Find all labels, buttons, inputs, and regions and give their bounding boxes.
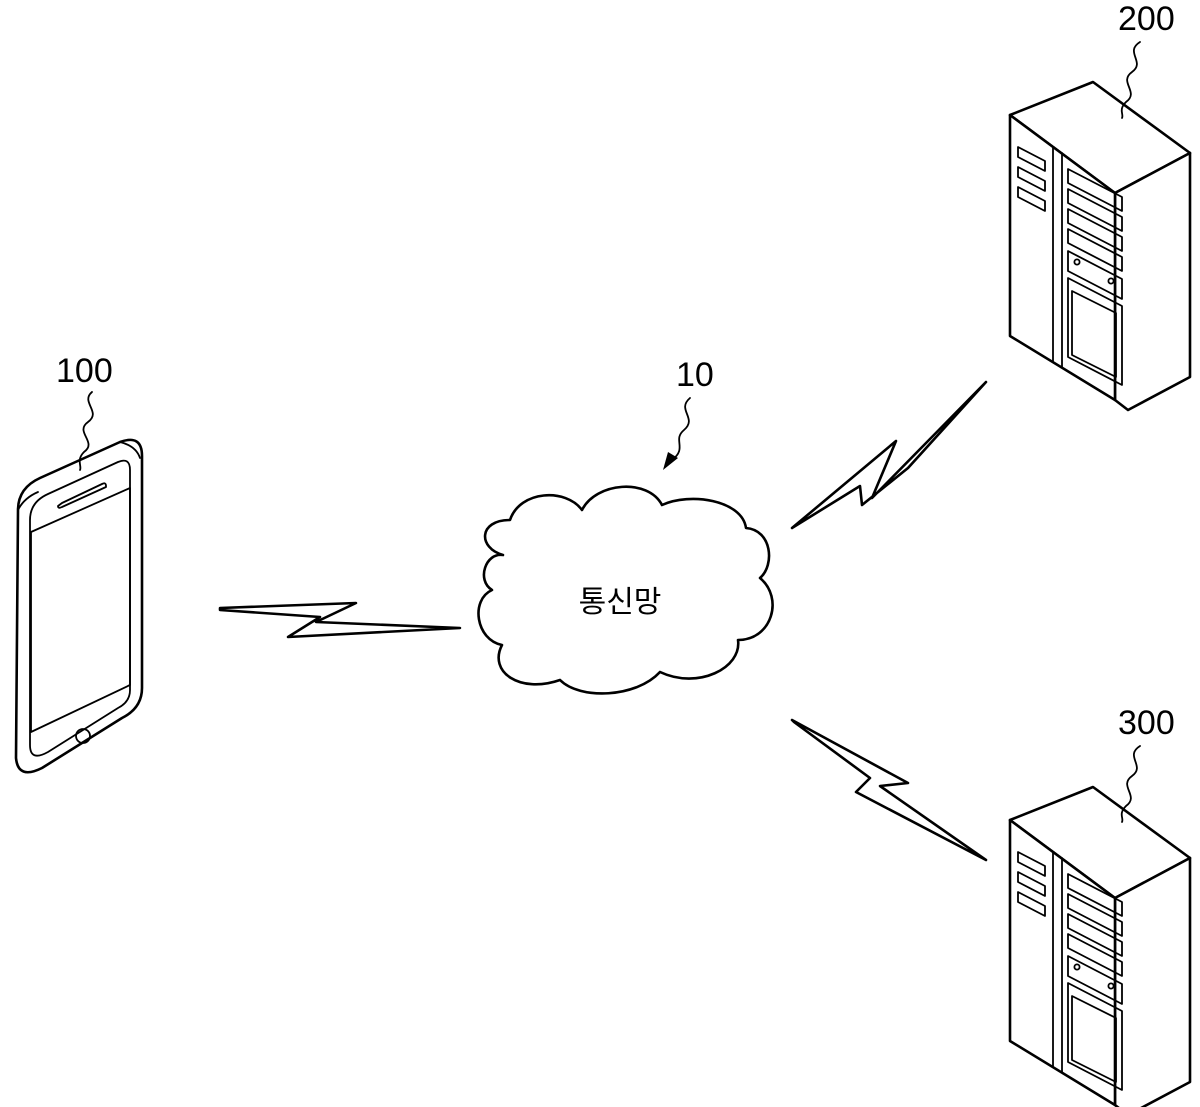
server-rack-icon bbox=[1010, 787, 1190, 1107]
label-server-300: 300 bbox=[1118, 704, 1175, 822]
lightning-bolt-icon bbox=[792, 720, 986, 860]
label-100: 100 bbox=[56, 352, 113, 390]
lightning-bolt-icon bbox=[220, 603, 460, 637]
label-200: 200 bbox=[1118, 0, 1175, 38]
server-rack-icon bbox=[1010, 82, 1190, 410]
label-10: 10 bbox=[676, 356, 714, 394]
cloud-icon: 통신망 bbox=[479, 487, 773, 694]
label-network: 10 bbox=[663, 356, 714, 470]
cloud-label: 통신망 bbox=[579, 586, 662, 619]
label-300: 300 bbox=[1118, 704, 1175, 742]
label-server-200: 200 bbox=[1118, 0, 1175, 118]
smartphone-icon bbox=[16, 440, 142, 772]
lightning-bolt-icon bbox=[792, 382, 986, 528]
